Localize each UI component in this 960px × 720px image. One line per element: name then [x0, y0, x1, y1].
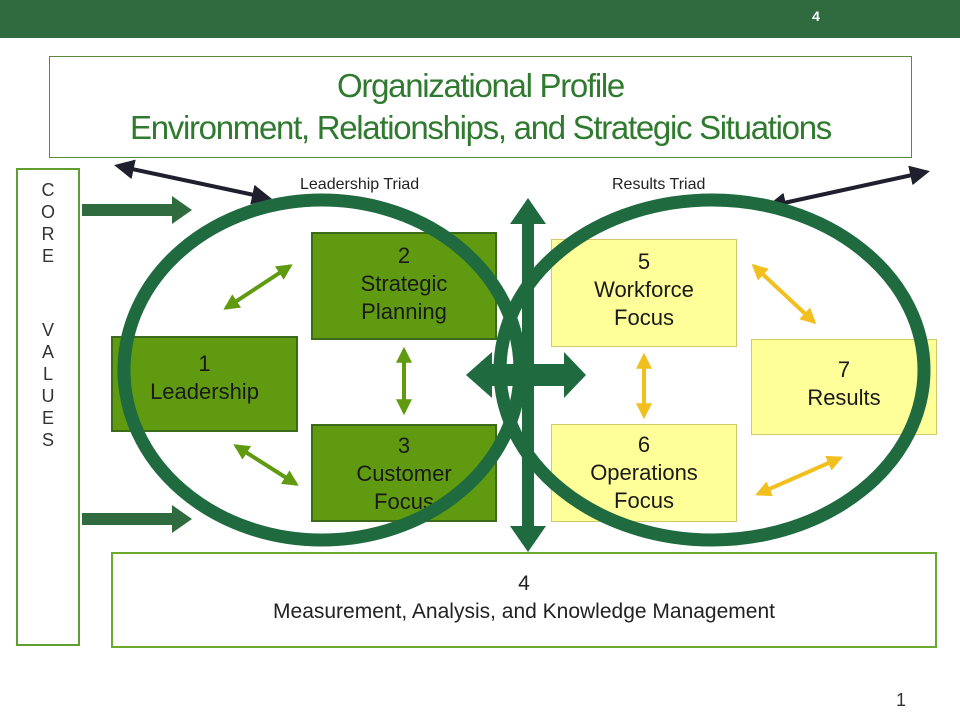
core-values-letter: U — [41, 386, 55, 406]
core-values-letter: R — [41, 224, 55, 244]
title-line-2: Environment, Relationships, and Strategi… — [130, 109, 832, 146]
box-label: Strategic Planning — [360, 271, 448, 324]
core-values-letter: E — [41, 408, 54, 428]
box-number: 1 — [198, 351, 211, 376]
arrow-operations-results — [755, 455, 843, 497]
profile-right-double-arrow — [766, 165, 930, 213]
box-label: Workforce Focus — [594, 277, 694, 330]
top-bar: 4 — [0, 0, 960, 38]
slide-number: 4 — [812, 8, 820, 24]
core-values-letter: A — [41, 342, 54, 362]
measurement-analysis-box: 4 Measurement, Analysis, and Knowledge M… — [111, 552, 937, 648]
leadership-triad-ring — [117, 193, 527, 547]
core-values-arrow-lower — [82, 505, 192, 533]
results-box: 7 Results — [751, 339, 937, 435]
leadership-box: 1 Leadership — [111, 336, 298, 432]
core-values-letter: L — [42, 364, 53, 384]
page-number: 1 — [896, 690, 907, 710]
customer-focus-box: 3 Customer Focus — [311, 424, 497, 522]
core-values-letter: O — [40, 202, 55, 222]
box-label: Customer Focus — [356, 461, 452, 514]
leadership-triad-label: Leadership Triad — [300, 176, 420, 193]
arrow-workforce-results — [751, 263, 817, 325]
title-line-1: Organizational Profile — [337, 67, 625, 104]
core-values-box: C O R E V A L U E S — [16, 168, 80, 646]
central-four-way-arrow — [466, 198, 586, 552]
box-number: 6 — [637, 432, 651, 457]
box-label: Measurement, Analysis, and Knowledge Man… — [273, 600, 775, 623]
box-number: 5 — [637, 249, 651, 274]
profile-left-double-arrow — [114, 159, 272, 205]
box-label: Results — [807, 385, 881, 410]
results-triad-label: Results Triad — [612, 176, 706, 193]
arrow-leadership-strategic — [223, 264, 293, 310]
box-label: Leadership — [150, 379, 259, 404]
core-values-letter: S — [41, 430, 54, 450]
box-number: 2 — [397, 243, 411, 268]
box-number: 3 — [397, 433, 411, 458]
organizational-profile-box: Organizational Profile Environment, Rela… — [49, 56, 912, 158]
core-values-letter: C — [41, 180, 55, 200]
box-label: Operations Focus — [590, 460, 698, 513]
workforce-focus-box: 5 Workforce Focus — [551, 239, 737, 347]
core-values-arrow-upper — [82, 196, 192, 224]
core-values-letter: E — [41, 246, 54, 266]
box-number: 4 — [518, 572, 530, 595]
core-values-letter: V — [41, 320, 54, 340]
box-number: 7 — [837, 357, 851, 382]
arrow-leadership-customer — [233, 444, 299, 486]
